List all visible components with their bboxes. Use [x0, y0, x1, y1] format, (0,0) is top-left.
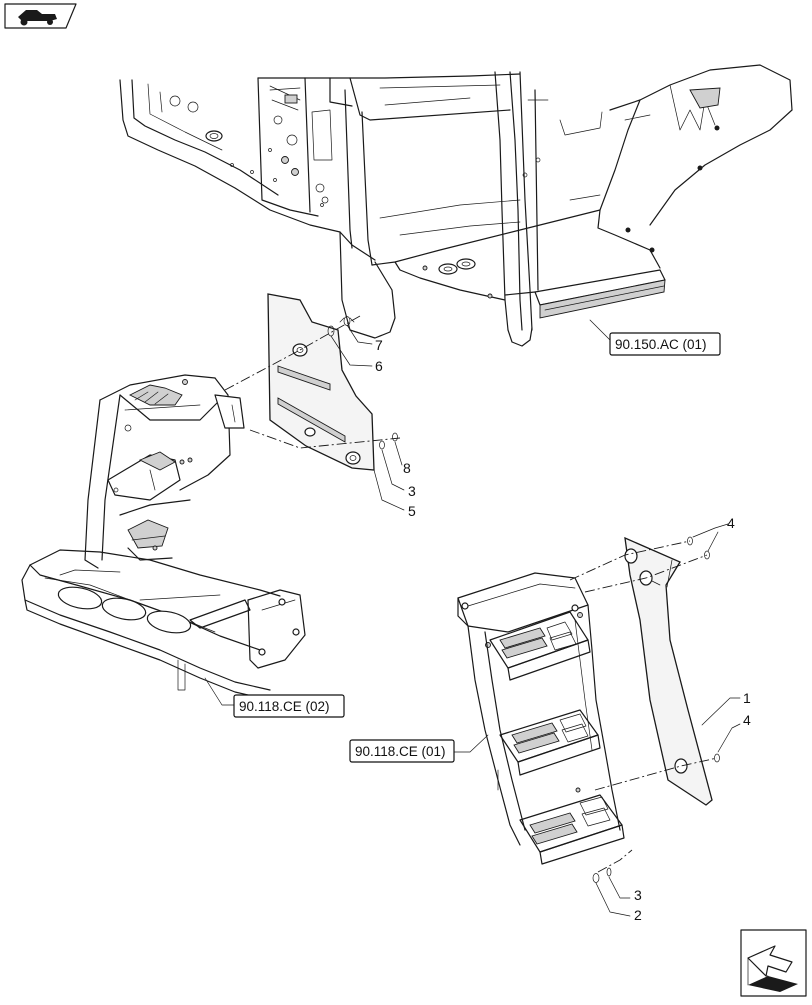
ref-label-cab: 90.150.AC (01): [615, 337, 707, 352]
callout-3: 3: [408, 483, 416, 499]
callout-8: 8: [403, 460, 411, 476]
side-panel-part-1: [624, 536, 713, 806]
leader-3: [608, 876, 631, 899]
alignment-line: [584, 554, 708, 593]
leader-ref-right-step: [451, 734, 489, 753]
bolt-part-4-lower: [714, 753, 720, 763]
leader-4: [717, 723, 741, 753]
bolt-part-4-upper: [687, 536, 710, 560]
mounting-plate: [267, 293, 375, 471]
orientation-arrow-icon[interactable]: [740, 929, 807, 997]
bolt-part-8: [392, 432, 398, 442]
leader-ref-left-step: [204, 677, 236, 706]
callout-1: 1: [743, 690, 751, 706]
leader-8: [394, 441, 403, 466]
leader-1: [701, 697, 741, 726]
leader-ref-cab: [589, 319, 611, 341]
ref-box-left-step[interactable]: 90.118.CE (02): [233, 694, 345, 718]
alignment-line: [569, 540, 691, 581]
washer-part-3-lower: [606, 867, 612, 877]
callout-7: 7: [375, 337, 383, 353]
callout-2: 2: [634, 907, 642, 923]
leader-4: [707, 531, 719, 552]
callout-3: 3: [634, 887, 642, 903]
leader-7: [346, 324, 373, 345]
tractor-silhouette-icon[interactable]: [4, 3, 77, 29]
alignment-line: [224, 315, 361, 391]
callout-5: 5: [408, 503, 416, 519]
washer-part-3-upper: [379, 440, 385, 450]
right-step-ladder: [457, 572, 625, 865]
left-step-assembly: [21, 374, 306, 701]
alignment-line: [597, 849, 633, 873]
callout-4: 4: [743, 712, 751, 728]
leader-5: [373, 469, 405, 511]
callout-4: 4: [727, 515, 735, 531]
alignment-line: [594, 757, 718, 791]
ref-label-right-step: 90.118.CE (01): [355, 744, 446, 759]
bolt-part-2: [592, 873, 600, 883]
ref-label-left-step: 90.118.CE (02): [239, 699, 330, 714]
ref-box-cab[interactable]: 90.150.AC (01): [609, 332, 721, 356]
callout-6: 6: [375, 358, 383, 374]
leader-4: [692, 523, 729, 538]
cab-frame: [119, 64, 793, 347]
ref-box-right-step[interactable]: 90.118.CE (01): [349, 739, 455, 763]
leader-2: [595, 882, 631, 917]
leader-3: [381, 449, 405, 491]
leader-6: [330, 335, 373, 367]
